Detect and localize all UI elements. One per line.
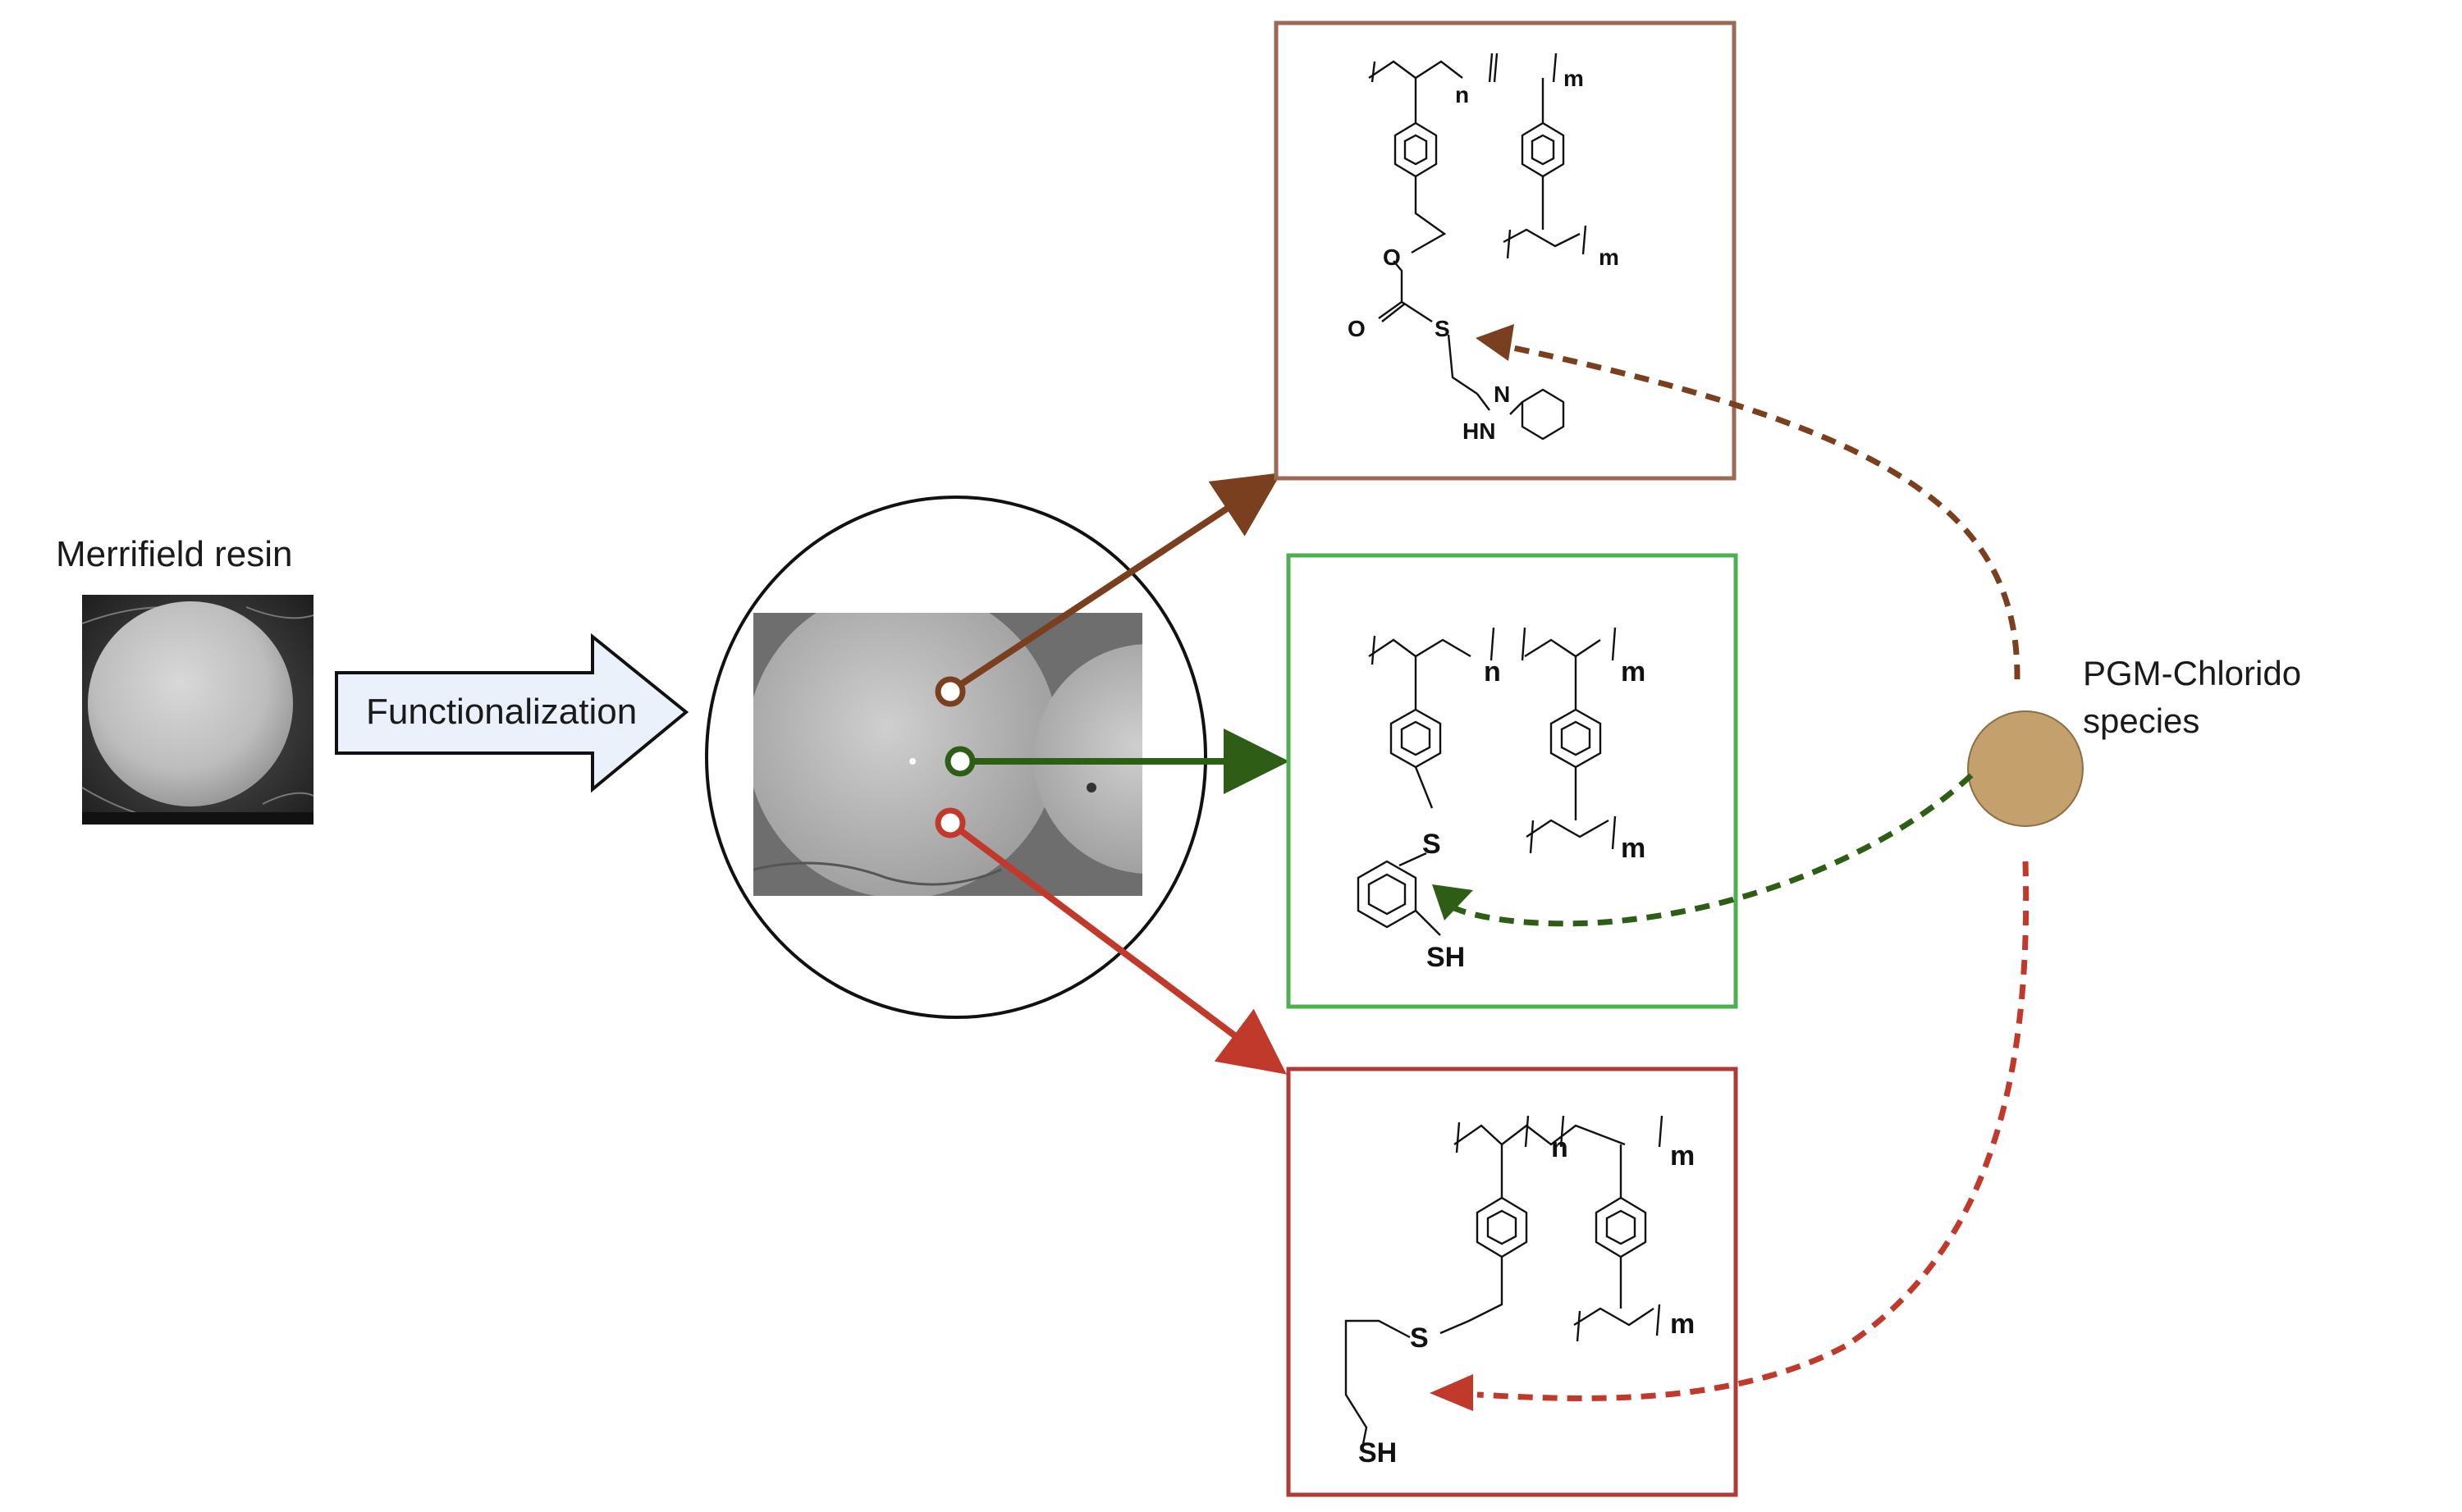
structure-box-middle [1286,553,1738,1009]
bottom-thiol: SH [1358,1437,1397,1469]
top-structure: n m m O O S N HN [1348,53,1619,444]
middle-thiol: SH [1426,942,1465,973]
resin-title: Merrifield resin [56,534,293,574]
top-hn-group: HN [1462,418,1495,444]
bottom-m-subscript-1: m [1670,1140,1695,1172]
bottom-m-subscript-2: m [1670,1309,1695,1340]
top-sulfur: S [1435,316,1450,341]
top-oxygen-ester: O [1383,244,1401,270]
functionalization-arrow: Functionalization [335,633,689,793]
bottom-sulfur: S [1410,1322,1429,1354]
top-m-subscript-1: m [1563,66,1584,91]
structure-box-top [1274,21,1737,481]
arrow-to-middle-structure [945,729,1289,794]
arrow-to-top-structure [935,473,1282,707]
bead-closeup [705,496,1207,1019]
middle-n-subscript: n [1484,656,1501,687]
bottom-structure: n m m S SH [1344,1115,1695,1469]
middle-structure: n m m S SH [1357,627,1645,973]
middle-m-subscript-2: m [1621,833,1645,864]
top-m-subscript-2: m [1599,244,1619,270]
dashed-arrow-bottom [1430,861,2030,1411]
resin-sem-image [81,595,314,825]
arrow-to-bottom-structure [935,807,1287,1075]
structure-box-bottom [1286,1067,1738,1497]
bottom-n-subscript: n [1551,1132,1568,1163]
top-n-subscript: n [1455,82,1469,107]
top-ring-nitrogen: N [1494,381,1510,407]
dashed-arrow-middle [1432,773,1974,927]
middle-m-subscript-1: m [1621,656,1645,687]
top-oxygen-carbonyl: O [1348,316,1366,341]
pgm-label-line1: PGM-Chlorido [2083,654,2301,692]
dashed-arrow-top [1476,324,2020,680]
pgm-species: PGM-Chlorido species [1967,654,2301,827]
functionalization-label: Functionalization [366,692,637,732]
middle-sulfur: S [1422,829,1441,860]
pgm-label-line2: species [2083,701,2199,740]
